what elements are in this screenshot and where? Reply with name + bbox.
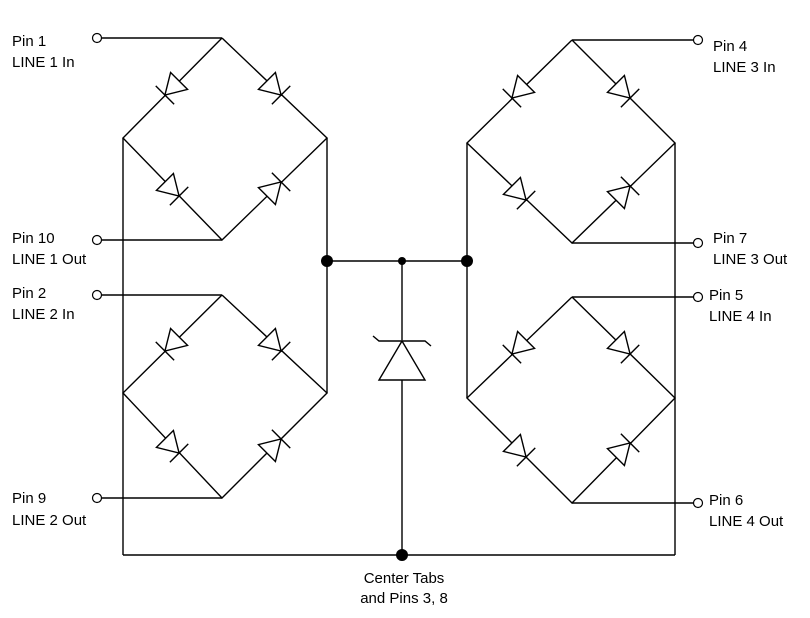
diode-icon: [606, 74, 640, 108]
pin2-terminal-icon: [91, 289, 103, 301]
diode-icon: [257, 327, 291, 361]
pin6-terminal-icon: [692, 497, 704, 509]
bridge-line-2: [102, 294, 329, 500]
center-pins-label: and Pins 3, 8: [360, 590, 448, 607]
pin5-terminal-icon: [692, 291, 704, 303]
pin6-label: Pin 6: [709, 492, 743, 509]
pin2-label: Pin 2: [12, 285, 46, 302]
diode-icon: [257, 429, 291, 463]
bridge-line-3: [465, 39, 696, 244]
bridge-line-4: [466, 296, 696, 504]
line3-out-label: LINE 3 Out: [713, 251, 788, 268]
pin10-terminal-icon: [91, 234, 103, 246]
line4-in-label: LINE 4 In: [709, 308, 772, 325]
diode-icon: [606, 176, 640, 210]
center-tabs-label: Center Tabs: [364, 570, 445, 587]
diode-icon: [155, 327, 189, 361]
pin7-terminal-icon: [692, 237, 704, 249]
line2-out-label: LINE 2 Out: [12, 512, 87, 529]
pin7-label: Pin 7: [713, 230, 747, 247]
line4-out-label: LINE 4 Out: [709, 513, 784, 530]
pin1-terminal-icon: [91, 32, 103, 44]
diode-icon: [502, 176, 536, 210]
pin4-label: Pin 4: [713, 38, 747, 55]
pin9-terminal-icon: [91, 492, 103, 504]
diode-icon: [155, 172, 189, 206]
diode-icon: [502, 74, 536, 108]
diode-icon: [155, 429, 189, 463]
diode-icon: [606, 330, 640, 364]
diode-icon: [606, 433, 640, 467]
diode-icon: [257, 71, 291, 105]
diode-icon: [502, 433, 536, 467]
diode-icon: [502, 330, 536, 364]
bridge-line-1: [102, 37, 329, 241]
line1-in-label: LINE 1 In: [12, 54, 75, 71]
zener-diode-icon: [372, 335, 432, 381]
line2-in-label: LINE 2 In: [12, 306, 75, 323]
line3-in-label: LINE 3 In: [713, 59, 776, 76]
pin4-terminal-icon: [692, 34, 704, 46]
pin-terminals: [91, 32, 704, 509]
junction-dots: [321, 255, 473, 561]
diode-icon: [155, 71, 189, 105]
diode-icon: [257, 172, 291, 206]
pin9-label: Pin 9: [12, 490, 46, 507]
pin1-label: Pin 1: [12, 33, 46, 50]
pin5-label: Pin 5: [709, 287, 743, 304]
pin10-label: Pin 10: [12, 230, 55, 247]
line1-out-label: LINE 1 Out: [12, 251, 87, 268]
